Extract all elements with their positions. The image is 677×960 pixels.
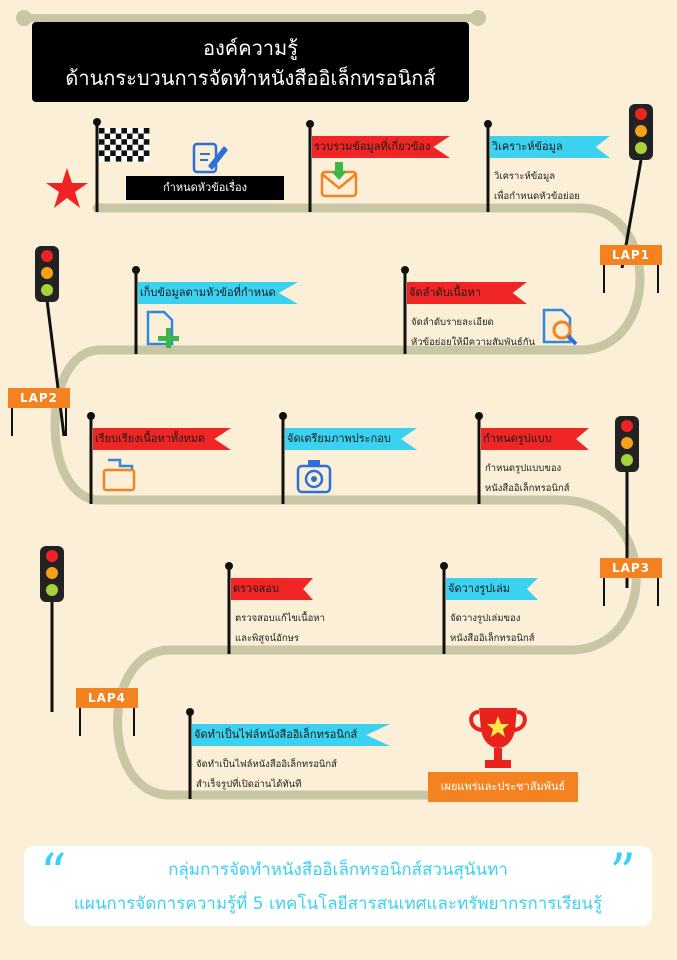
step-note: จัดทำเป็นไฟล์หนังสืออิเล็กทรอนิกส์ <box>196 759 337 770</box>
step-note: จัดลำดับรายละเอียด <box>411 317 494 328</box>
step-flag: เรียบเรียงเนื้อหาทั้งหมด <box>93 428 231 450</box>
open-quote-icon: “ <box>40 844 67 904</box>
folder-icon <box>102 458 136 492</box>
lap-label: LAP3 <box>611 561 651 575</box>
footer-line-1: กลุ่มการจัดทำหนังสืออิเล็กทรอนิกส์สวนสุน… <box>168 860 508 880</box>
flag-pole-knob <box>306 120 314 128</box>
flag-pole-knob <box>475 412 483 420</box>
lap-label: LAP4 <box>87 691 127 705</box>
lap-label: LAP2 <box>19 391 59 405</box>
star-icon <box>46 168 88 208</box>
flag-pole-knob <box>401 266 409 274</box>
step-note: หนังสืออิเล็กทรอนิกส์ <box>485 483 570 494</box>
step-note: วิเคราะห์ข้อมูล <box>494 171 556 182</box>
step-note: เพื่อกำหนดหัวข้อย่อย <box>494 191 580 202</box>
footer-line-2: แผนการจัดการความรู้ที่ 5 เทคโนโลยีสารสนเ… <box>73 894 603 914</box>
step-note: และพิสูจน์อักษร <box>235 633 299 644</box>
step-flag: ตรวจสอบ <box>231 578 313 600</box>
step-flag: จัดวางรูปเล่ม <box>446 578 538 600</box>
lap-label: LAP1 <box>611 248 651 262</box>
start-subject-label: กำหนดหัวข้อเรื่อง <box>126 176 284 200</box>
lap-sign <box>76 688 138 736</box>
rail-knob-left <box>16 10 32 26</box>
step-flag: จัดทำเป็นไฟล์หนังสืออิเล็กทรอนิกส์ <box>192 724 390 746</box>
title-line-2: ด้านกระบวนการจัดทำหนังสืออิเล็กทรอนิกส์ <box>65 66 436 90</box>
rail-knob-right <box>470 10 486 26</box>
close-quote-icon: ” <box>609 844 636 904</box>
search-document-icon <box>542 308 578 346</box>
edit-document-icon <box>192 142 228 174</box>
step-note: สำเร็จรูปที่เปิดอ่านได้ทันที <box>196 779 302 790</box>
title-banner: องค์ความรู้ ด้านกระบวนการจัดทำหนังสืออิเ… <box>32 22 469 102</box>
flag-pole-knob <box>186 708 194 716</box>
step-flag: รวบรวมข้อมูลที่เกี่ยวข้อง <box>312 136 450 158</box>
title-line-1: องค์ความรู้ <box>203 36 298 60</box>
step-note: กำหนดรูปแบบของ <box>485 463 562 474</box>
checkered-flag-icon <box>93 118 150 212</box>
step-flag: จัดเตรียมภาพประกอบ <box>285 428 417 450</box>
winding-road <box>50 203 645 800</box>
flag-pole-knob <box>132 266 140 274</box>
lap-sign <box>600 558 662 606</box>
lap-sign <box>8 388 70 436</box>
traffic-light-icon <box>35 246 66 437</box>
add-document-icon <box>146 310 179 348</box>
flag-pole-knob <box>484 120 492 128</box>
step-flag: เก็บข้อมูลตามหัวข้อที่กำหนด <box>138 282 298 304</box>
camera-icon <box>296 460 332 494</box>
flag-pole-knob <box>440 562 448 570</box>
flag-pole-knob <box>87 412 95 420</box>
traffic-light-icon <box>40 546 64 712</box>
step-note: หัวข้อย่อยให้มีความสัมพันธ์กัน <box>411 337 535 348</box>
email-download-icon <box>320 162 358 198</box>
flag-pole-knob <box>225 562 233 570</box>
step-flag: จัดลำดับเนื้อหา <box>407 282 527 304</box>
step-note: หนังสืออิเล็กทรอนิกส์ <box>450 633 535 644</box>
step-flag: กำหนดรูปแบบ <box>481 428 589 450</box>
finish-label: เผยแพร่และประชาสัมพันธ์ <box>428 772 578 802</box>
flag-pole-knob <box>279 412 287 420</box>
step-note: จัดวางรูปเล่มของ <box>450 613 521 624</box>
trophy-icon <box>469 708 527 768</box>
lap-sign <box>600 245 662 293</box>
step-flag: วิเคราะห์ข้อมูล <box>490 136 610 158</box>
step-note: ตรวจสอบแก้ไขเนื้อหา <box>235 613 325 624</box>
footer-box: “ ” กลุ่มการจัดทำหนังสืออิเล็กทรอนิกส์สว… <box>24 846 652 926</box>
